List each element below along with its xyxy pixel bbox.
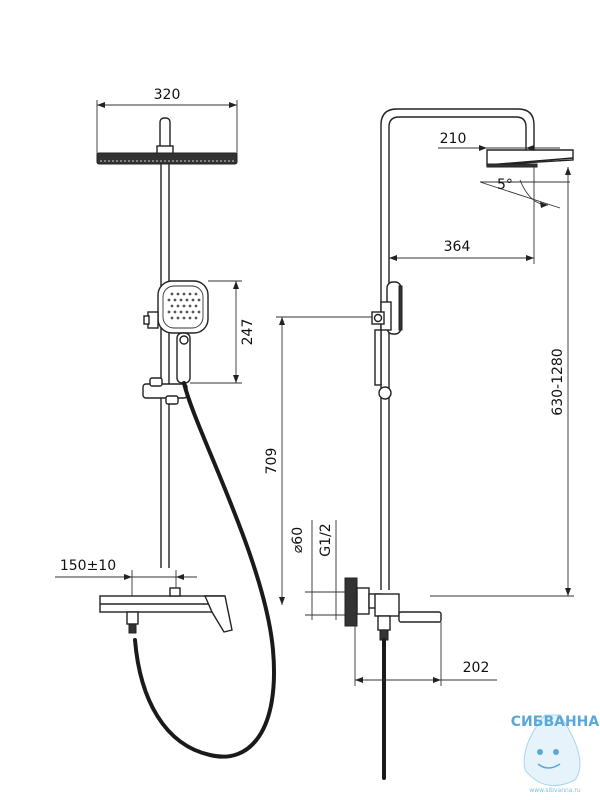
slider-knob-side: [378, 386, 392, 400]
rain-head-front: [96, 152, 238, 165]
brand-url: www.sibvanna.ru: [529, 787, 581, 794]
head-width-label: 320: [154, 87, 181, 103]
rain-head-side: [486, 149, 574, 168]
side-view: 210 5° 364: [264, 108, 574, 780]
front-view: 320: [55, 87, 276, 759]
escutcheon-label: ⌀60: [290, 527, 306, 553]
tilt-angle-dimension: 5°: [479, 177, 570, 209]
riser-arm-side: [380, 108, 535, 590]
handheld-height-label: 247: [240, 319, 256, 346]
handheld-height-dimension: 247: [190, 280, 256, 384]
connection-dimensions: ⌀60 G1/2: [290, 520, 356, 620]
arm-reach-dimension: 364: [389, 167, 535, 264]
outlet-height-dimension: 709: [264, 316, 372, 605]
handheld-shower: [143, 280, 209, 384]
arm-length-dimension: 210: [438, 131, 560, 151]
mixer-body-side: [374, 593, 442, 641]
mixer-body-front: [99, 587, 233, 634]
tilt-angle-label: 5°: [497, 177, 513, 193]
outlet-height-label: 709: [264, 448, 280, 475]
brand-logo: СИБВАННА www.sibvanna.ru: [511, 714, 600, 794]
bar-spacing-label: 150±10: [60, 558, 116, 574]
shower-hose: [133, 381, 276, 759]
lower-holder: [142, 377, 188, 405]
spout-length-label: 202: [463, 660, 490, 676]
head-width-dimension: 320: [96, 87, 238, 160]
spout-length-dimension: 202: [354, 622, 497, 686]
top-stem: [156, 117, 174, 155]
height-range-label: 630-1280: [550, 348, 566, 415]
height-range-dimension: 630-1280: [430, 167, 574, 597]
arm-length-label: 210: [440, 131, 467, 147]
handheld-side: [371, 281, 403, 386]
arm-reach-label: 364: [444, 239, 471, 255]
thread-label: G1/2: [318, 523, 334, 556]
riser-pipe-front: [160, 164, 170, 568]
brand-name: СИБВАННА: [511, 714, 600, 730]
